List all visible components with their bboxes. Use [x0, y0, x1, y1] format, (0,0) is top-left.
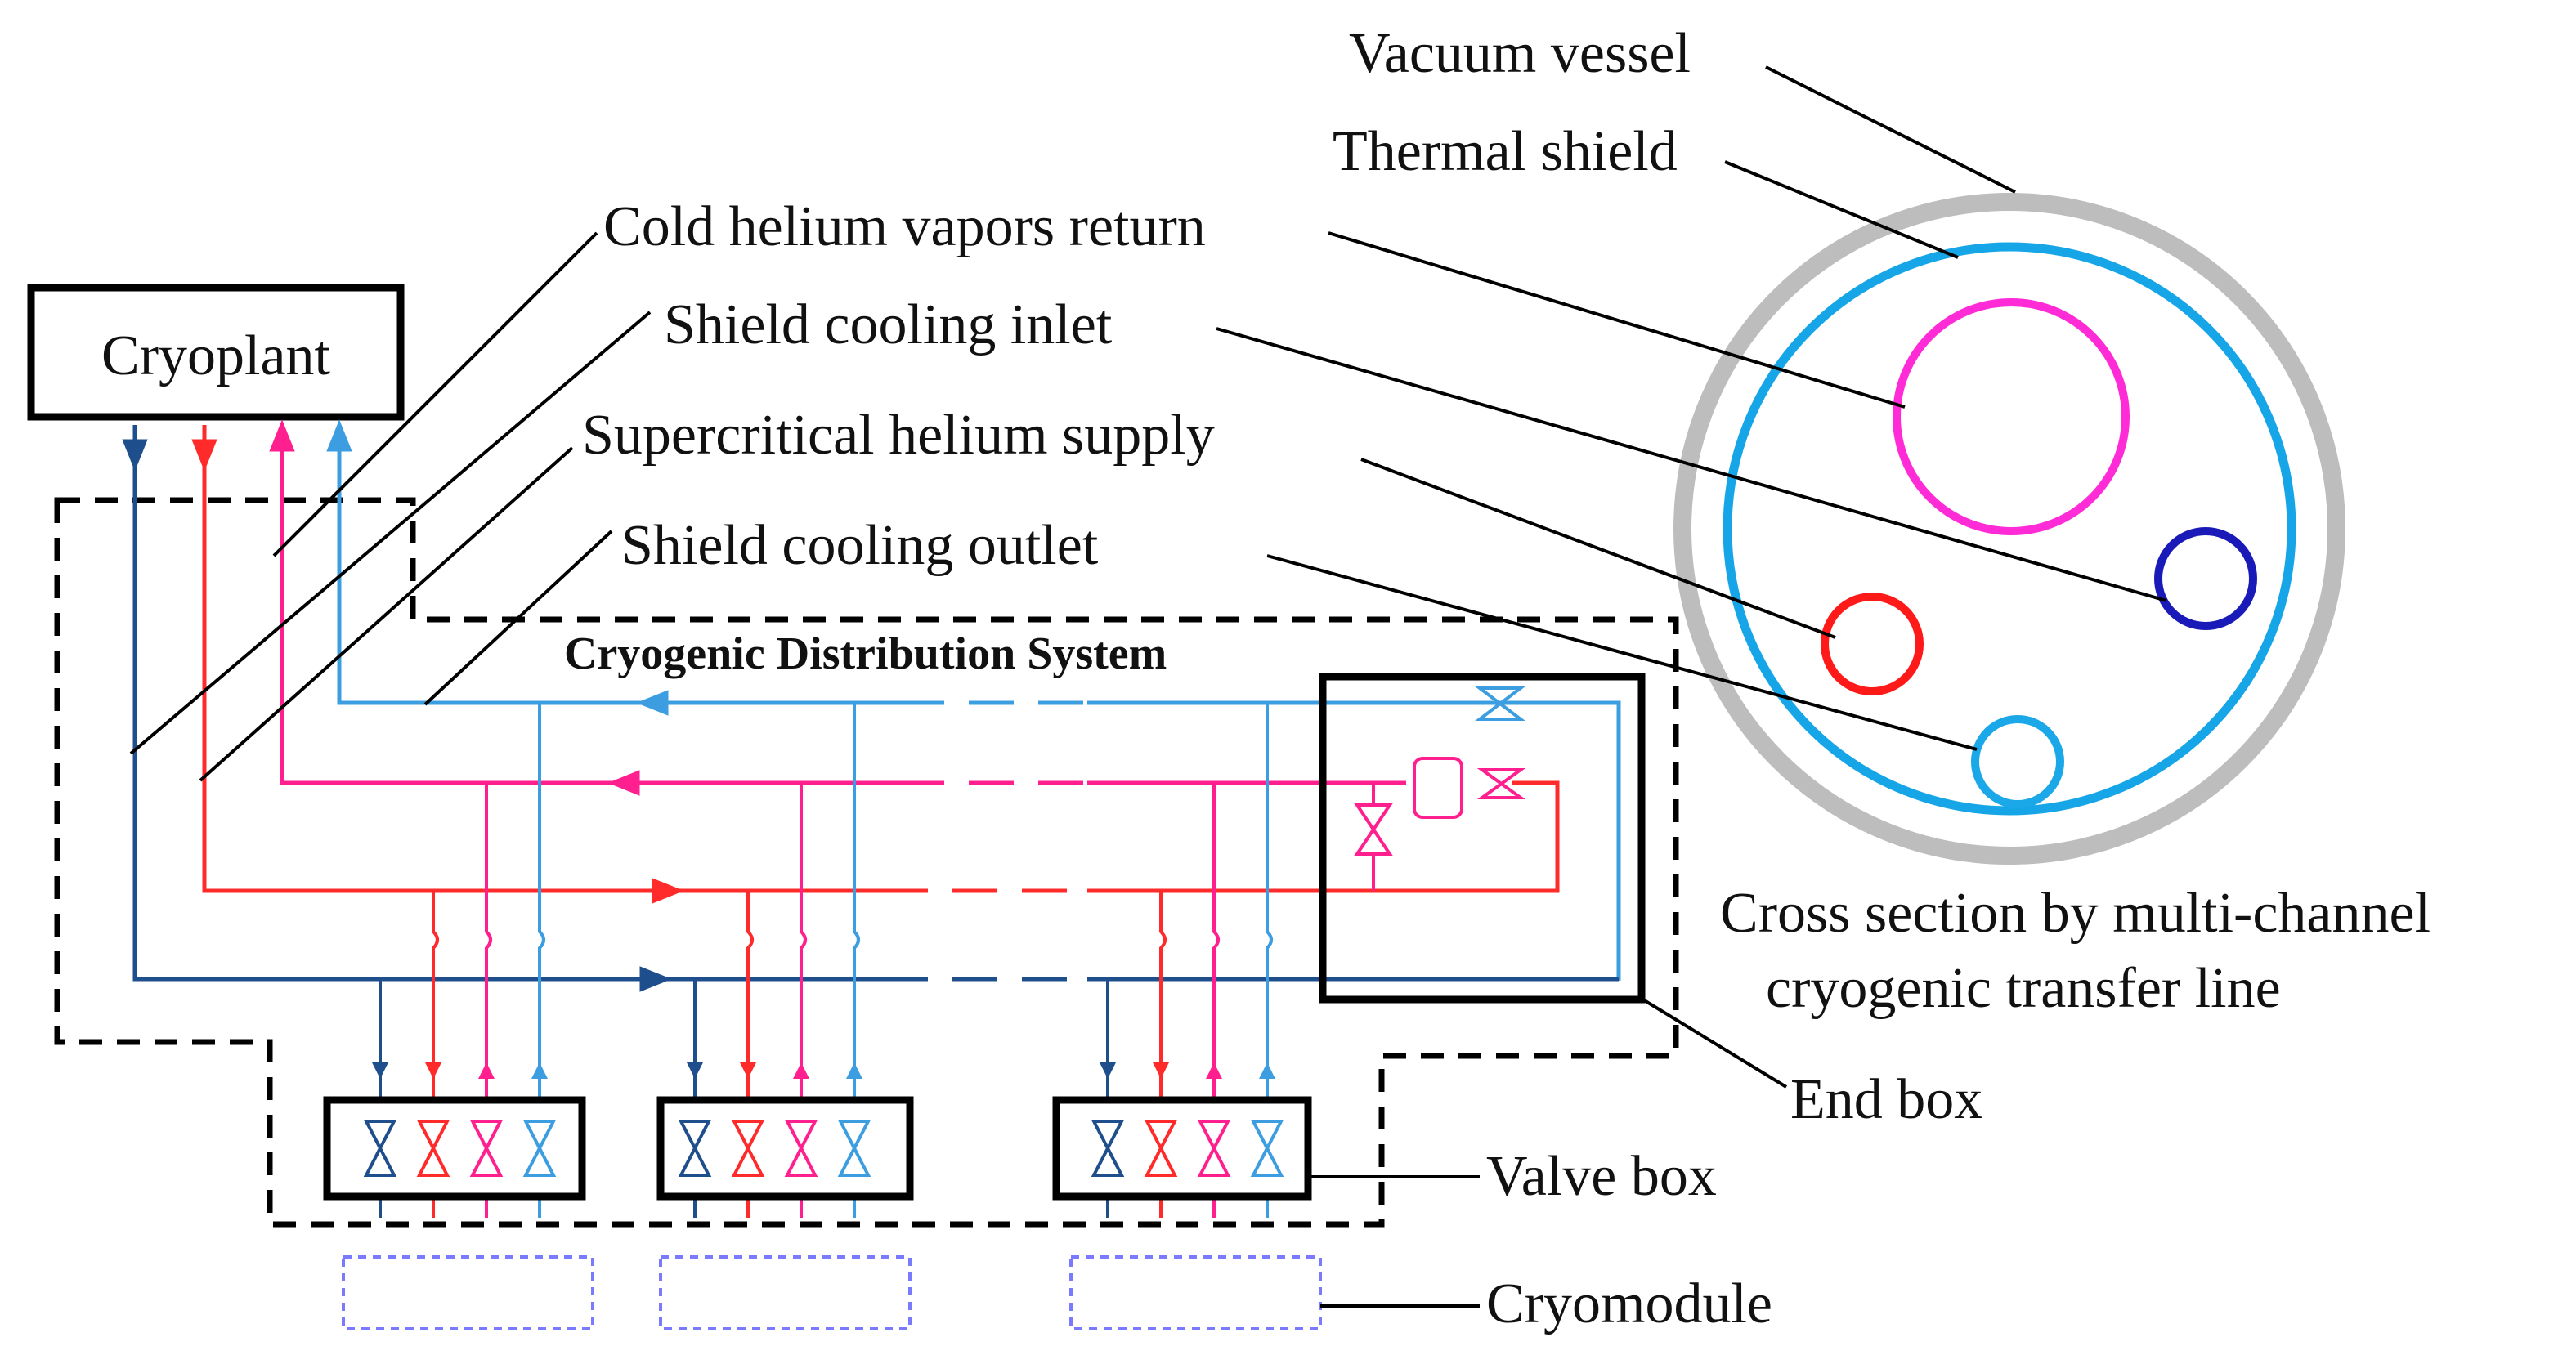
- cryomodule-2: [659, 1255, 912, 1330]
- cross-section-label-line1: Cross section by multi-channel: [1720, 882, 2430, 945]
- cryomodule-label: Cryomodule: [1486, 1272, 1772, 1335]
- cryomodules: [342, 1255, 1322, 1330]
- shield-inlet-pipe-circle: [2154, 527, 2257, 630]
- shield-inlet-header: [269, 419, 1406, 796]
- vacuum-vessel-circle: [1673, 193, 2345, 865]
- valve-box-arrows: [372, 1062, 1275, 1079]
- thermal-shield-label: Thermal shield: [1333, 120, 1678, 183]
- cross-section-label-line2: cryogenic transfer line: [1766, 957, 2281, 1020]
- vacuum-vessel-label: Vacuum vessel: [1349, 22, 1691, 85]
- valve-box-2: [656, 1096, 914, 1201]
- leader-lines: [129, 65, 2167, 1308]
- cold-return-header: [122, 425, 1619, 992]
- cryoplant-box: [27, 284, 405, 421]
- supercritical-supply-label: Supercritical helium supply: [582, 404, 1215, 467]
- cryomodule-1: [342, 1255, 594, 1330]
- supercritical-supply-pipe-circle: [1821, 593, 1924, 695]
- valve-box-3: [1052, 1096, 1312, 1201]
- distribution-system-boundary: [54, 497, 1679, 1228]
- end-box-label: End box: [1790, 1068, 1982, 1131]
- end-box: [1319, 673, 1646, 1004]
- valve-box-label: Valve box: [1486, 1145, 1717, 1208]
- cryomodule-3: [1069, 1255, 1322, 1330]
- valve-box-1: [323, 1096, 586, 1201]
- cold-helium-return-label: Cold helium vapors return: [603, 195, 1206, 258]
- thermal-shield-circle: [1723, 242, 2296, 816]
- shield-outlet-header: [326, 419, 1621, 981]
- end-box-internals: [1354, 686, 1526, 891]
- cold-return-pipe-circle: [1893, 298, 2130, 535]
- cryoplant-label: Cryoplant: [101, 324, 331, 387]
- shield-outlet-pipe-circle: [1971, 715, 2064, 808]
- distribution-system-label: Cryogenic Distribution System: [564, 628, 1167, 679]
- shield-cooling-inlet-label: Shield cooling inlet: [664, 293, 1113, 356]
- shield-cooling-outlet-label: Shield cooling outlet: [621, 514, 1099, 577]
